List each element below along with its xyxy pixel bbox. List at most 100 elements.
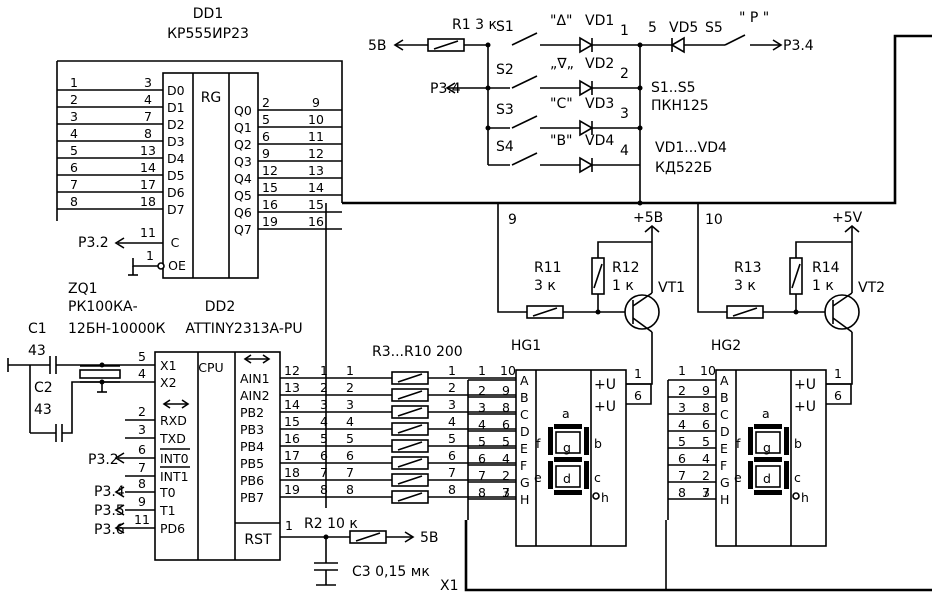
hg-top-line: 1	[678, 363, 686, 378]
hg-line-num: 8	[678, 485, 686, 500]
hg-seg-pin: 7	[502, 485, 510, 500]
hg-segment-name: C	[720, 407, 729, 422]
dd2-right-line: 4	[320, 414, 328, 429]
dd2-body	[154, 351, 281, 561]
dd1-input-line: 6	[70, 160, 78, 175]
hg-letter: f	[736, 436, 741, 451]
x1-ref: X1	[440, 578, 459, 594]
switch-label: "B"	[550, 133, 572, 149]
dd1-input-pin: 7	[144, 109, 152, 124]
diode-icon	[579, 79, 594, 97]
switch-label: „∇„	[550, 56, 574, 72]
dd1-output-line: 13	[308, 163, 324, 178]
segment-icon	[554, 490, 582, 495]
hg-vcc-pin: 1	[834, 366, 842, 381]
dd1-input-name: D2	[167, 117, 185, 132]
hg-line-num: 8	[478, 485, 486, 500]
oscillator-circuit: C1 43 C2 43	[7, 321, 155, 442]
sw-type2: ПКН125	[651, 98, 709, 114]
int0-net: P3.2	[88, 452, 119, 468]
hg-segment-name: D	[520, 424, 530, 439]
dd2-left-pin: 3	[138, 422, 146, 437]
r1-label: R1 3 к	[452, 17, 497, 33]
dd2-right-line: 2	[320, 380, 328, 395]
hg-segment-name: D	[720, 424, 730, 439]
main-bus	[342, 34, 932, 205]
r-right-num: 2	[448, 380, 456, 395]
dd2-nets: P3.2 P3.4 P3.5 P3.6	[88, 452, 125, 538]
switch-ref: S2	[496, 62, 514, 78]
dd2-right-pin: 14	[284, 397, 300, 412]
sw-type1: S1..S5	[651, 80, 696, 96]
decimal-point-icon	[792, 492, 800, 500]
c2-value: 43	[34, 402, 52, 418]
dd2-left-name: X2	[160, 375, 177, 390]
hg-letter: c	[794, 470, 801, 485]
dd1-output-line: 10	[308, 112, 324, 127]
vd-type2: КД522Б	[655, 160, 712, 176]
r3-r10-label: R3...R10 200	[372, 344, 463, 360]
segment-icon	[548, 427, 553, 455]
hg-seg-pin: 6	[502, 417, 510, 432]
dd2-left-pin: 9	[138, 494, 146, 509]
diode-num: 4	[620, 143, 629, 159]
hg-letter: b	[794, 436, 802, 451]
hg-letter: a	[762, 406, 770, 421]
diode-ref: VD3	[585, 96, 614, 112]
vd-type1: VD1...VD4	[655, 140, 727, 156]
hg-seg-pin: 6	[702, 417, 710, 432]
dd1-input-pin: 4	[144, 92, 152, 107]
dd2-right-name: PB3	[240, 422, 264, 437]
dd2-ref: DD2	[205, 299, 235, 315]
hg-letter: e	[734, 470, 742, 485]
dd2-left-name: T0	[159, 485, 176, 500]
dd2-right-line: 5	[320, 431, 328, 446]
vd5-num: 5	[648, 20, 657, 36]
s5-net: P3.4	[783, 38, 814, 54]
dd1-input-name: D6	[167, 185, 185, 200]
dd1-output-name: Q6	[234, 205, 252, 220]
hg-top-line: 1	[478, 363, 486, 378]
dd1-output-pin: 15	[262, 180, 278, 195]
r13-value: 3 к	[734, 278, 756, 294]
dd2-right-line: 8	[320, 482, 328, 497]
dd2-left-name: INT0	[160, 451, 189, 466]
hg-letter: a	[562, 406, 570, 421]
t1-net: P3.5	[94, 503, 125, 519]
hg-seg-pin: 3	[502, 485, 510, 500]
hg-top-num: 10	[700, 363, 716, 378]
hg-seg-pin: 4	[702, 451, 710, 466]
hg-line-num: 5	[478, 434, 486, 449]
hg-line-num: 3	[478, 400, 486, 415]
r2-label: R2 10 к	[304, 516, 358, 532]
dd1-output-name: Q5	[234, 188, 252, 203]
dd2-left-pin: 8	[138, 476, 146, 491]
dd2-right-pin: 19	[284, 482, 300, 497]
dd2-left-pin: 5	[138, 349, 146, 364]
diode-num: 1	[620, 23, 629, 39]
c2-ref: C2	[34, 380, 53, 396]
vt2-base-line: 10	[705, 212, 723, 228]
hg-line-num: 6	[678, 451, 686, 466]
switch-ref: S1	[496, 19, 514, 35]
dd1-input-line: 3	[70, 109, 78, 124]
r-right-num: 5	[448, 431, 456, 446]
dd2-left-pin: 11	[134, 512, 150, 527]
dd1-output-name: Q3	[234, 154, 252, 169]
dd1-output-line: 15	[308, 197, 324, 212]
r-right-num: 4	[448, 414, 456, 429]
dd1-output-name: Q2	[234, 137, 252, 152]
r-right-num: 6	[448, 448, 456, 463]
c1-ref: C1	[28, 321, 47, 337]
hg-segment-name: B	[520, 390, 529, 405]
dd1-output-pin: 9	[262, 146, 270, 161]
hg-segment-name: B	[720, 390, 729, 405]
dd1-oe-pin: 1	[146, 248, 154, 263]
r-left-num: 1	[346, 363, 354, 378]
dd1-output-name: Q7	[234, 222, 252, 237]
hg-segment-name: E	[520, 441, 528, 456]
dd2-right-pin: 13	[284, 380, 300, 395]
dd1-output-pin: 12	[262, 163, 278, 178]
hg-letter: g	[763, 440, 771, 455]
